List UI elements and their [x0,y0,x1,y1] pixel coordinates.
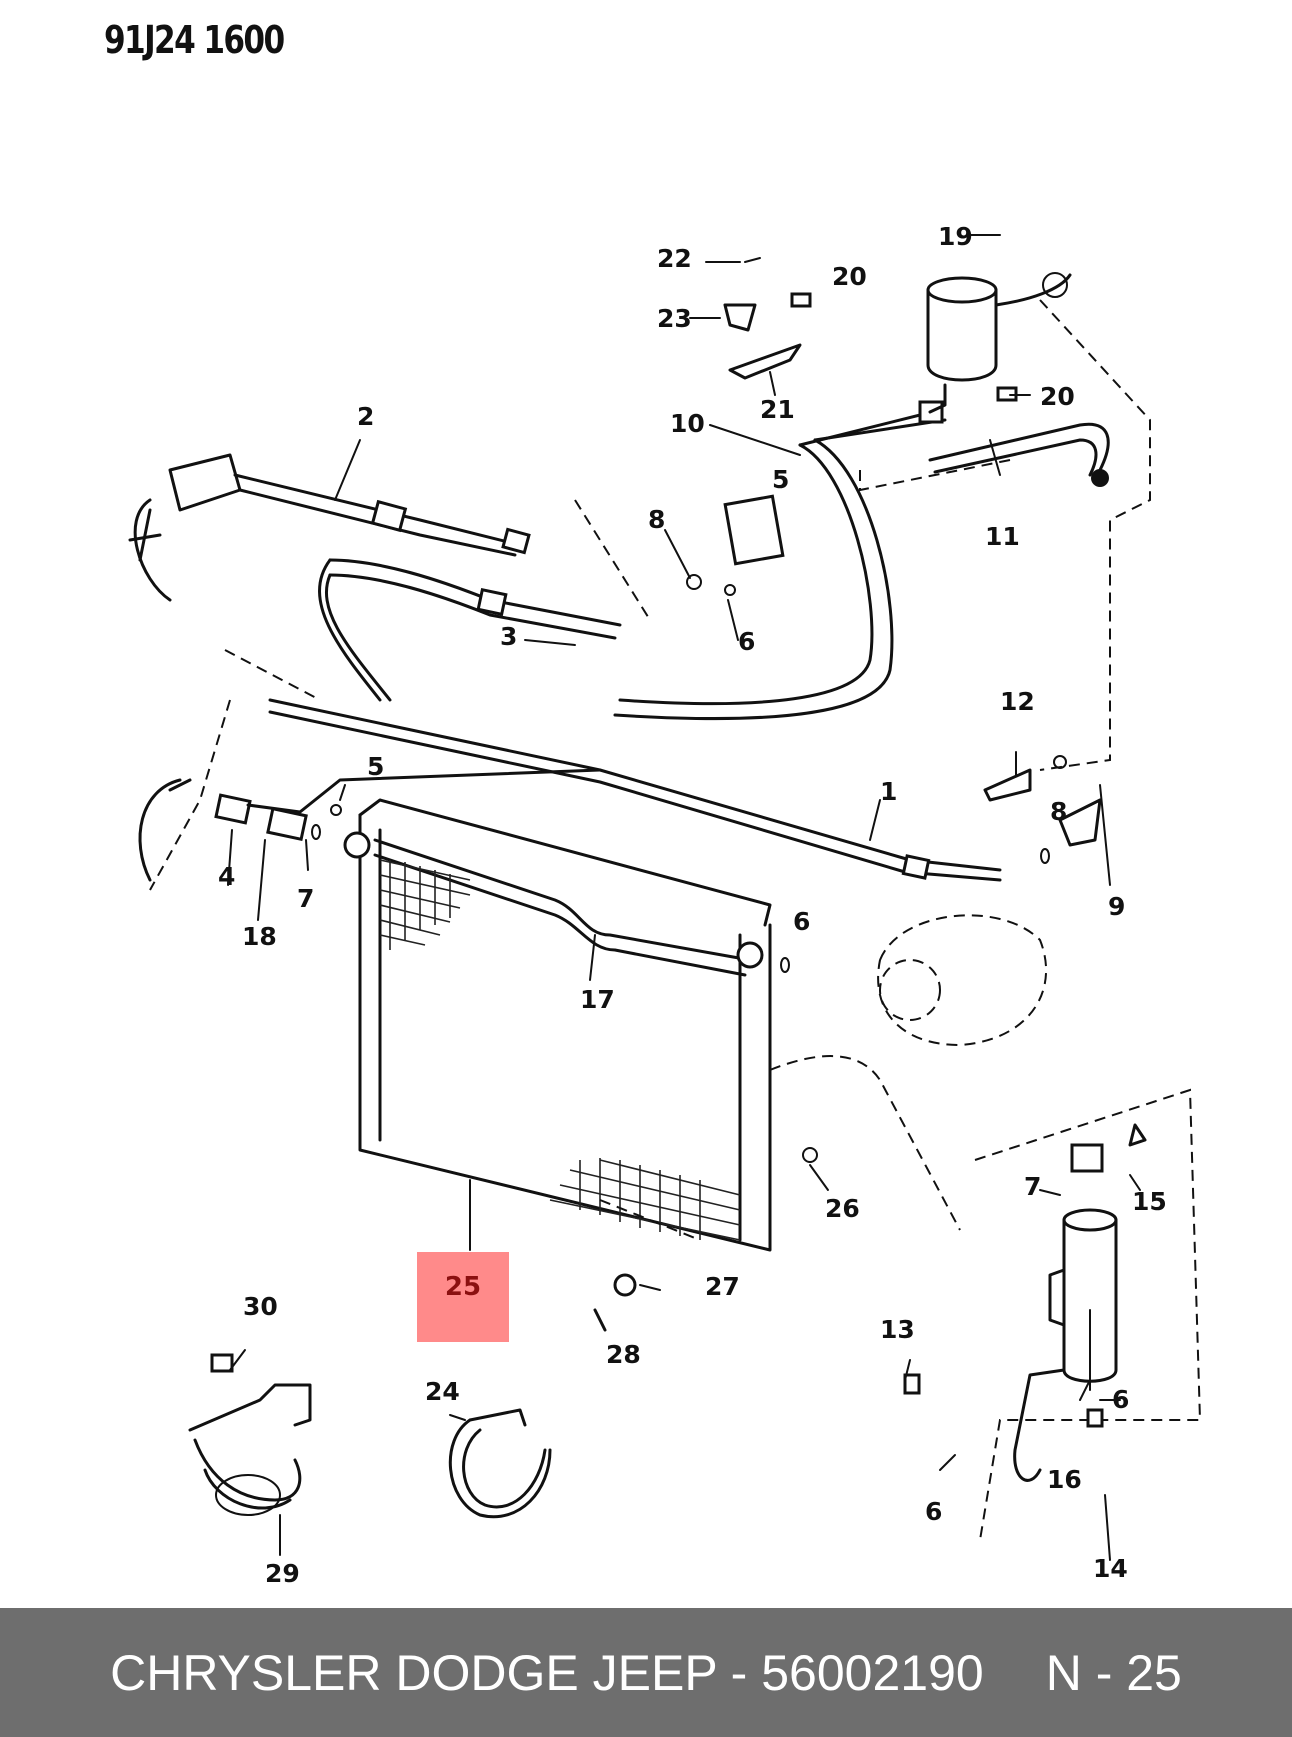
ac-parts-diagram: 1 2 3 4 5 5 6 6 6 6 7 7 8 8 9 10 11 12 1… [128,222,1202,1588]
part-accumulator[interactable] [926,272,1072,414]
callout-17: 17 [580,985,615,1014]
part-hose-2[interactable] [128,453,531,602]
callout-28: 28 [606,1340,641,1369]
part-hose-10[interactable] [613,400,947,721]
callout-12: 12 [1000,687,1035,716]
part-compressor [877,914,1048,1047]
callout-22: 22 [657,244,692,273]
callout-labels: 1 2 3 4 5 5 6 6 6 6 7 7 8 8 9 10 11 12 1… [218,222,1167,1588]
part-drier-14[interactable] [1013,1143,1118,1482]
callout-16: 16 [1047,1465,1082,1494]
callout-4: 4 [218,862,235,891]
callout-24: 24 [425,1377,460,1406]
callout-18: 18 [242,922,277,951]
part-condenser-25[interactable] [343,798,772,1252]
callout-10: 10 [670,409,705,438]
callout-5a: 5 [367,752,384,781]
callout-23: 23 [657,304,692,333]
callout-6d: 6 [925,1497,942,1526]
callout-1: 1 [880,777,897,806]
callout-15: 15 [1132,1187,1167,1216]
callout-26: 26 [825,1194,860,1223]
footer-page-ref: N - 25 [1045,1644,1182,1701]
footer-bar: CHRYSLER DODGE JEEP - 56002190 N - 25 [0,1608,1292,1737]
part-hose-11[interactable] [928,422,1110,487]
callout-13: 13 [880,1315,915,1344]
highlight-box [417,1252,509,1342]
callout-6b: 6 [793,907,810,936]
callout-14: 14 [1093,1554,1128,1583]
callout-27: 27 [705,1272,740,1301]
footer-part-number: CHRYSLER DODGE JEEP - 56002190 [110,1644,984,1701]
callout-7b: 7 [1024,1172,1041,1201]
part-clamp-29[interactable] [188,1383,312,1516]
callout-21: 21 [760,395,795,424]
callout-2: 2 [357,402,374,431]
part-strap-24[interactable] [448,1408,552,1519]
small-hardware[interactable] [210,292,1147,1428]
callout-20a: 20 [832,262,867,291]
callout-20b: 20 [1040,382,1075,411]
reference-code: 91J24 1600 [104,18,285,62]
callout-8a: 8 [648,505,665,534]
callout-8b: 8 [1050,797,1067,826]
callout-5b: 5 [772,465,789,494]
callout-30: 30 [243,1292,278,1321]
callout-25-highlighted[interactable]: 25 [444,1272,482,1302]
part-line-1[interactable] [268,698,1002,882]
callout-7a: 7 [297,884,314,913]
callout-leaders [227,234,1141,1561]
callout-6c: 6 [1112,1385,1129,1414]
dashed-leader-lines [149,299,1202,1541]
part-hose-3[interactable] [318,558,622,702]
callout-11: 11 [985,522,1020,551]
callout-29: 29 [265,1559,300,1588]
callout-6a: 6 [738,627,755,656]
part-fittings-4-18[interactable] [138,768,602,882]
callout-19: 19 [938,222,973,251]
callout-3: 3 [500,622,517,651]
callout-9: 9 [1108,892,1125,921]
